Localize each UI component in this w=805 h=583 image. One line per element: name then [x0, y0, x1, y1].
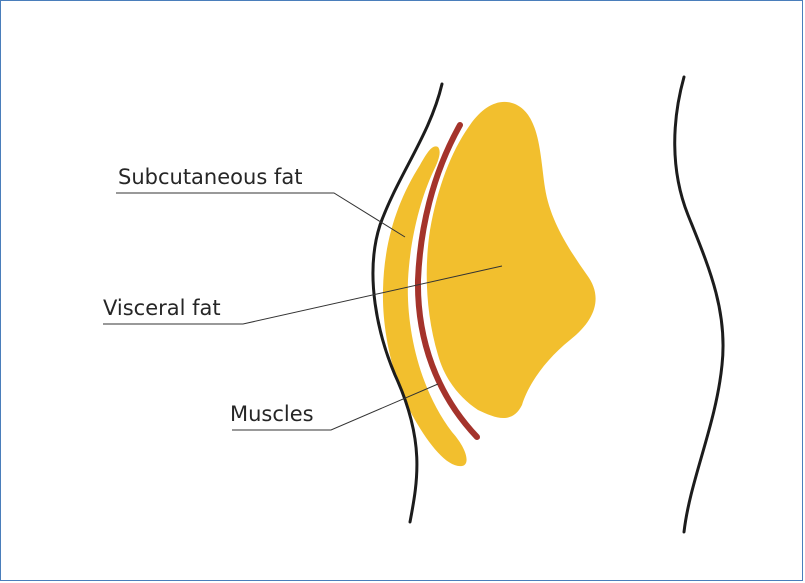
muscles-label: Muscles — [230, 402, 314, 426]
right-body-outline — [675, 77, 723, 532]
subcutaneous-leader-line — [116, 193, 405, 237]
visceral-fat-label: Visceral fat — [103, 296, 221, 320]
visceral-fat-shape — [427, 102, 596, 418]
subcutaneous-fat-label: Subcutaneous fat — [118, 165, 302, 189]
